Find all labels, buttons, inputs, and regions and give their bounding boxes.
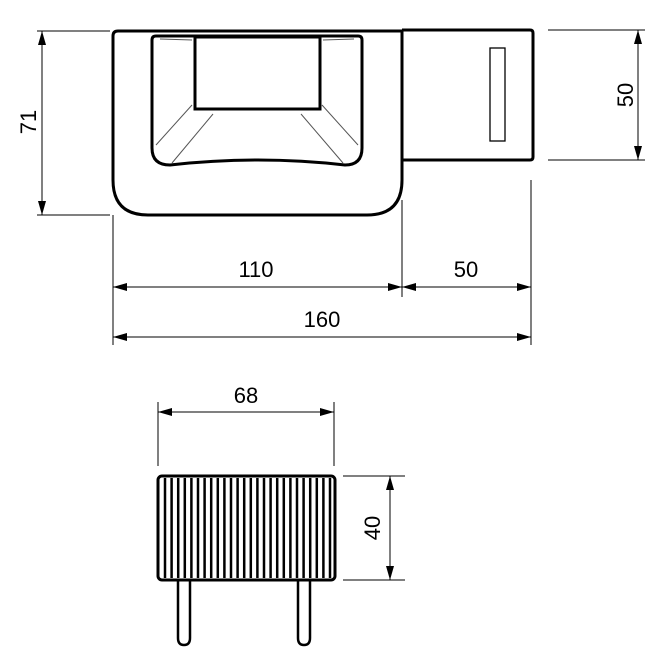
window-outline	[150, 34, 364, 167]
bevel-lines	[155, 38, 359, 164]
main-body-outline	[111, 29, 404, 217]
dim-label-50-horizontal: 50	[454, 257, 478, 282]
plug-dimensions	[157, 402, 405, 581]
dim-label-50-vertical: 50	[613, 83, 638, 107]
pin-left	[176, 581, 192, 647]
dim-label-40: 40	[360, 516, 385, 540]
dim-label-71: 71	[16, 110, 41, 134]
slot-rect	[489, 47, 506, 142]
display-rect	[193, 35, 322, 111]
top-dimensions	[37, 29, 645, 345]
dim-label-160: 160	[304, 307, 341, 332]
plug-body	[156, 474, 337, 582]
top-view	[111, 28, 535, 217]
pin-right	[296, 581, 312, 647]
plug-view	[156, 474, 337, 647]
plug-ribs	[163, 478, 332, 578]
side-box-outline	[402, 28, 535, 162]
dim-label-110: 110	[238, 257, 273, 282]
dim-label-68: 68	[234, 383, 258, 408]
